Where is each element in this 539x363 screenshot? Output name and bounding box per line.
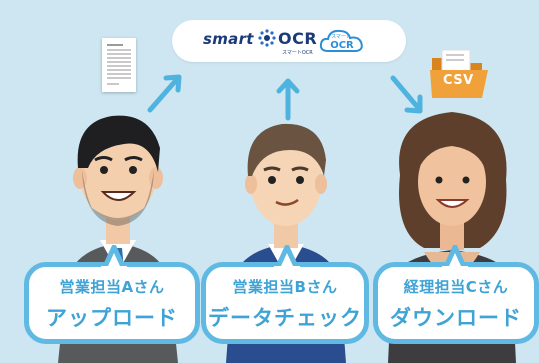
arrow-down-right-head-icon	[404, 94, 423, 114]
cloud-logo-icon: スマート OCR	[319, 29, 363, 52]
csv-label: CSV	[443, 73, 474, 88]
arrow-up-head-icon	[276, 78, 300, 94]
bubble-tail	[274, 245, 300, 271]
arrow-up-right-head-icon	[163, 74, 182, 93]
speech-bubble-a: 営業担当Aさん アップロード	[24, 245, 200, 344]
person-a-action: アップロード	[46, 306, 178, 330]
bubble-tail	[442, 245, 468, 271]
arrow-down-right-icon	[390, 75, 423, 113]
csv-folder-icon	[430, 49, 488, 98]
person-b-action: データチェック	[208, 306, 362, 330]
person-a-name: 営業担当Aさん	[59, 278, 165, 296]
person-b-name: 営業担当Bさん	[232, 278, 338, 296]
document-icon	[102, 38, 136, 92]
person-c-name: 経理担当Cさん	[403, 278, 509, 296]
cloud-main-text: OCR	[330, 40, 354, 51]
speech-bubble-b: 営業担当Bさん データチェック	[201, 245, 369, 344]
logo-brand-text: smart	[203, 30, 254, 48]
speech-bubble-c: 経理担当Cさん ダウンロード	[373, 245, 539, 344]
cloud-top-text: スマート	[331, 34, 351, 40]
smart-ocr-logo: smart OCR スマートOCR スマート OCR	[172, 20, 406, 62]
bubble-tail	[101, 245, 127, 271]
arrow-up-right-icon	[147, 75, 181, 113]
logo-ocr-text: OCR	[278, 29, 318, 48]
gear-dots-icon	[258, 29, 276, 47]
person-c-action: ダウンロード	[390, 306, 522, 330]
logo-small-text: スマートOCR	[282, 50, 313, 56]
